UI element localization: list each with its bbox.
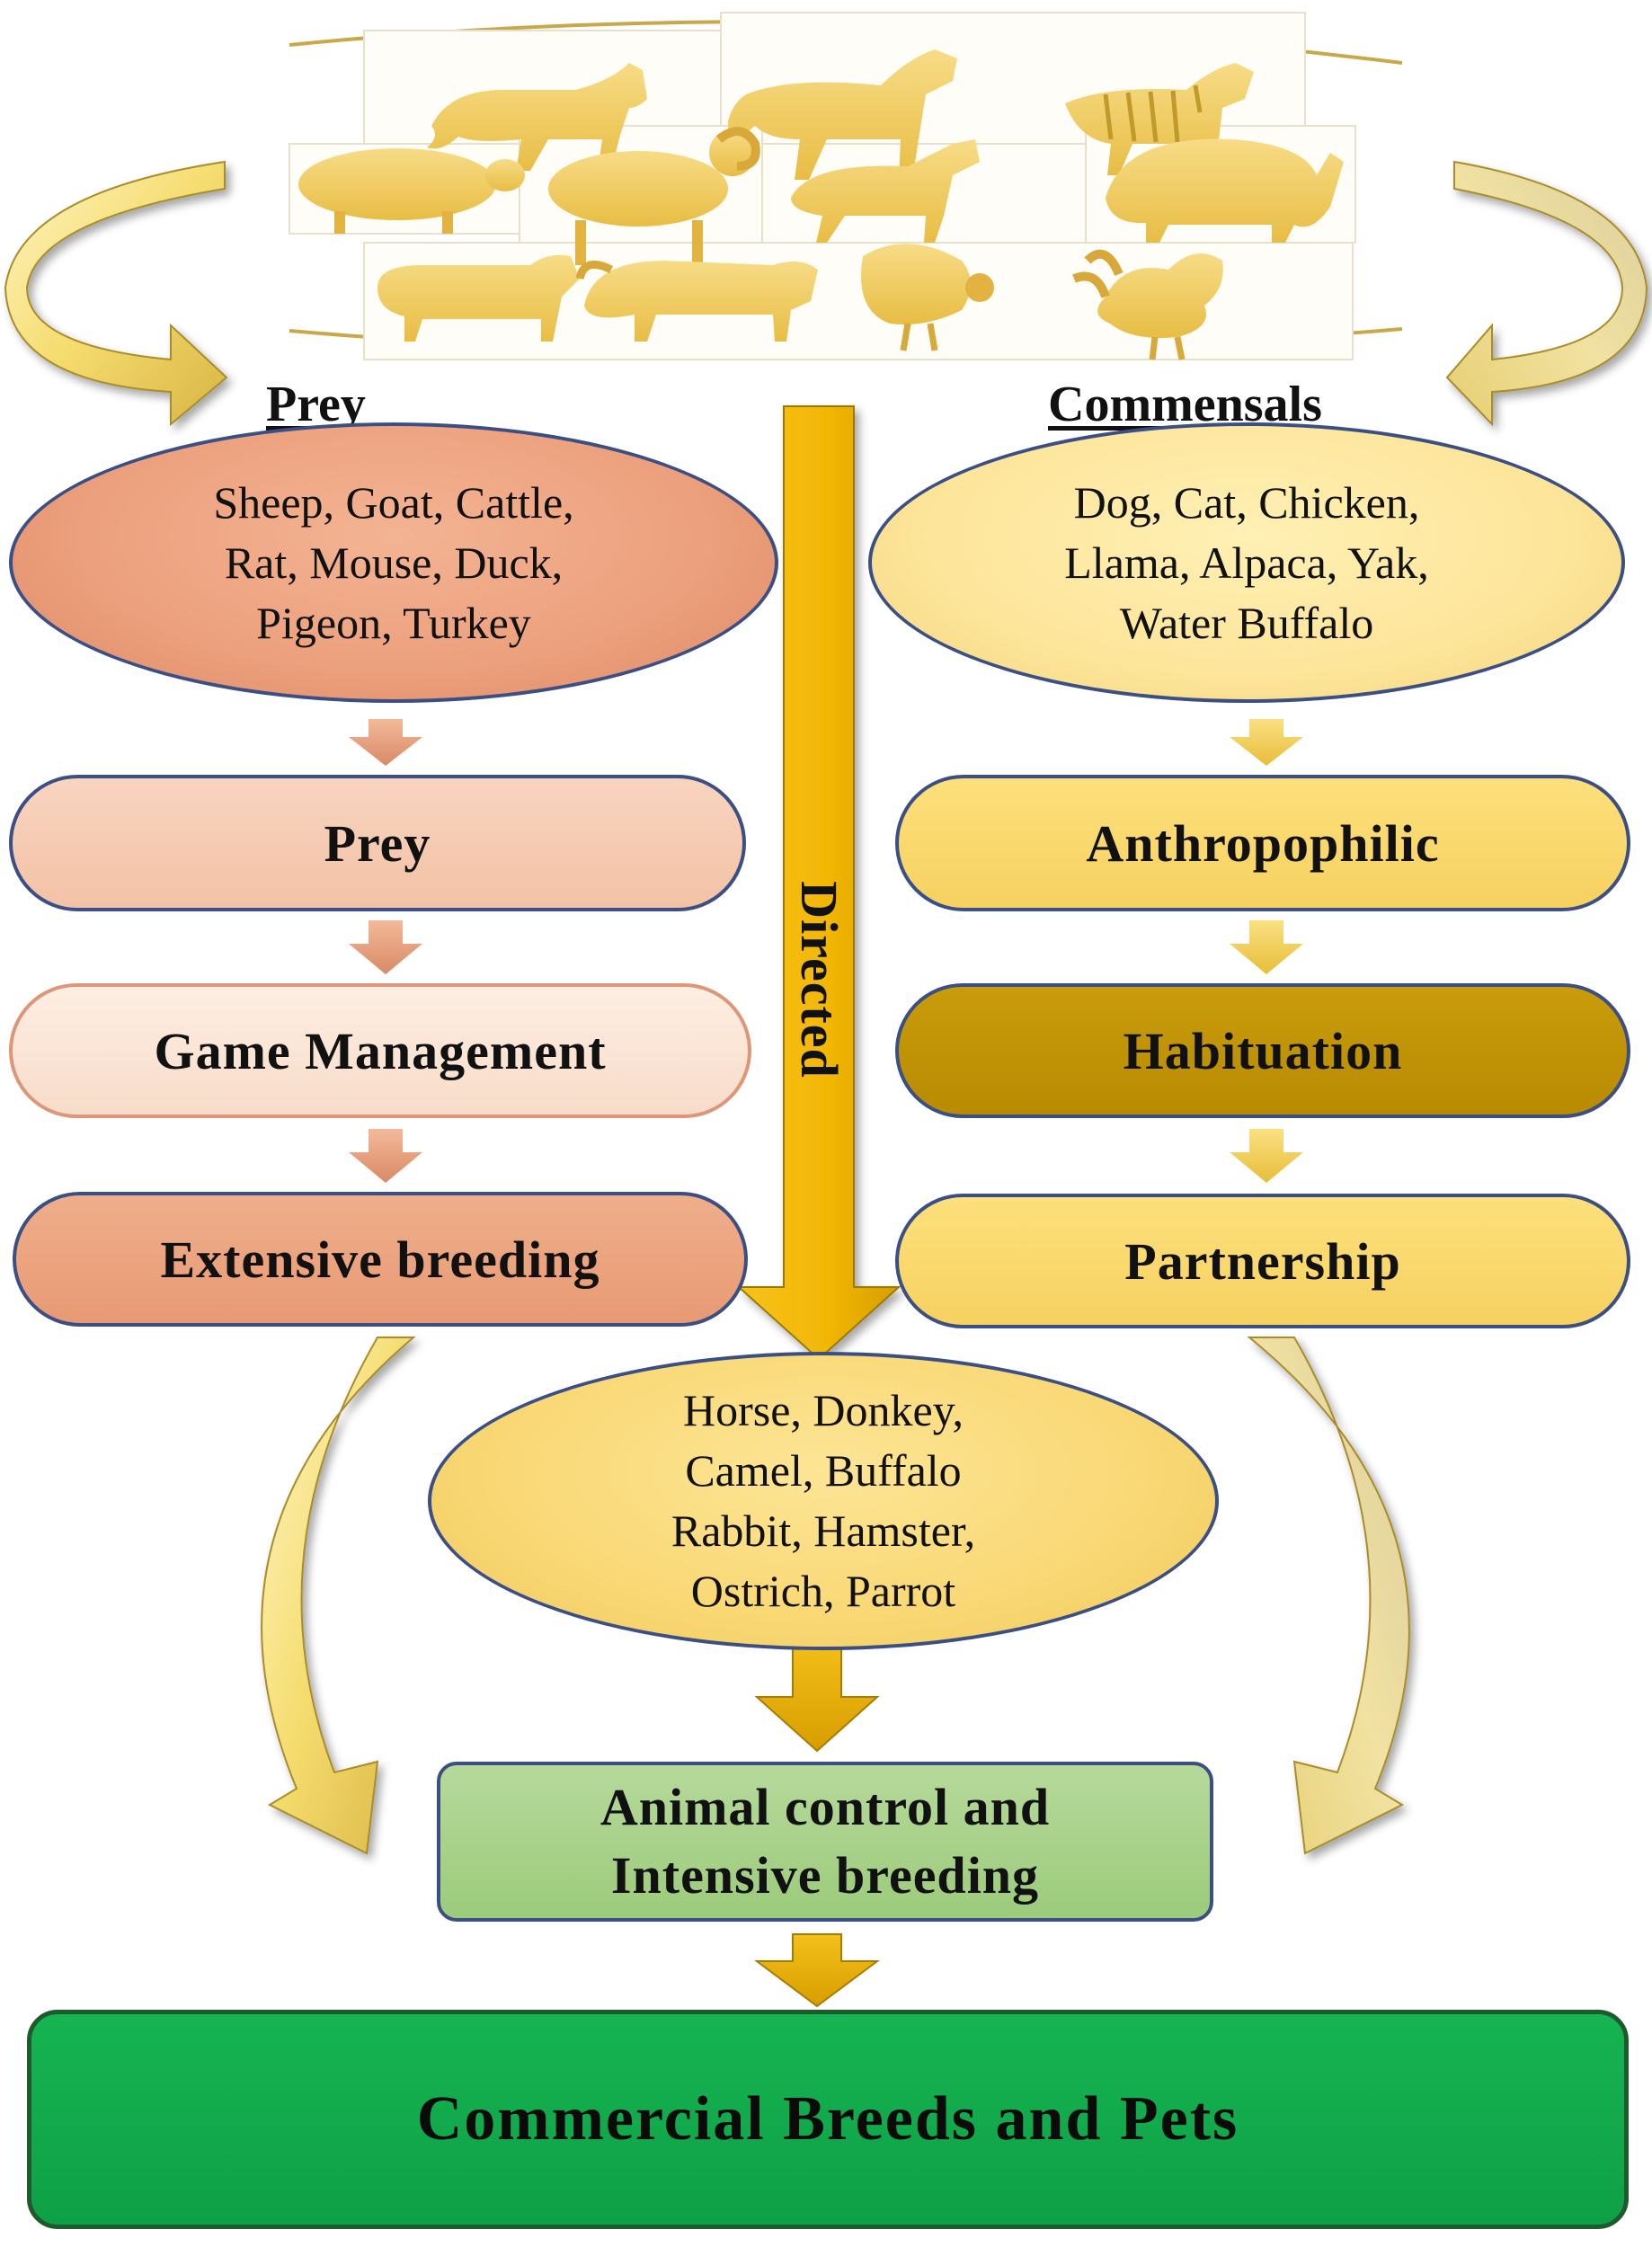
- arrow-down-3: [1230, 1129, 1303, 1183]
- species-line: Rat, Mouse, Duck,: [224, 537, 564, 588]
- wolf-icon: [427, 63, 647, 171]
- arrow-down-3: [349, 1129, 422, 1183]
- horse-icon: [728, 49, 957, 180]
- directed-arrow: [736, 405, 901, 1361]
- prey-species-ellipse: Sheep, Goat, Cattle, Rat, Mouse, Duck, P…: [9, 422, 778, 703]
- species-line: Pigeon, Turkey: [256, 597, 531, 648]
- species-line: Dog, Cat, Chicken,: [1073, 476, 1420, 528]
- cattle-icon: [377, 254, 580, 342]
- prey-stage-box: Prey: [9, 775, 746, 911]
- anthropophilic-box: Anthropophilic: [895, 775, 1630, 911]
- sheep-icon: [298, 148, 525, 234]
- extensive-breeding-box: Extensive breeding: [13, 1192, 748, 1327]
- curved-arrow-top-left: [4, 160, 228, 427]
- game-management-box: Game Management: [9, 983, 751, 1118]
- commensal-flow-arrows: [1230, 719, 1303, 1183]
- partnership-box: Partnership: [895, 1194, 1630, 1328]
- arrow-down-1: [1230, 719, 1303, 766]
- species-line: Rabbit, Hamster,: [671, 1505, 976, 1556]
- turkey-icon: [861, 244, 994, 351]
- control-line: Intensive breeding: [610, 1846, 1040, 1905]
- animal-illustration: [289, 12, 1403, 360]
- directed-label: Directed: [790, 881, 849, 1079]
- commercial-breeds-box: Commercial Breeds and Pets: [27, 2010, 1629, 2229]
- curved-arrow-top-right: [1445, 160, 1648, 427]
- species-line: Sheep, Goat, Cattle,: [213, 476, 574, 528]
- buffalo-icon: [575, 260, 818, 342]
- animal-control-box: Animal control and Intensive breeding: [437, 1762, 1213, 1922]
- arrow-down-1: [349, 719, 422, 766]
- arrow-down-2: [1230, 920, 1303, 974]
- species-line: Water Buffalo: [1119, 597, 1374, 648]
- arrow-down-2: [349, 920, 422, 974]
- arrow-to-control: [754, 1637, 880, 1753]
- control-line: Animal control and: [600, 1778, 1051, 1836]
- rooster-icon: [1072, 249, 1223, 360]
- ram-icon: [548, 127, 760, 265]
- habituation-box: Habituation: [895, 983, 1630, 1118]
- directed-species-ellipse: Horse, Donkey, Camel, Buffalo Rabbit, Ha…: [428, 1352, 1219, 1650]
- arrow-to-final: [753, 1933, 881, 2008]
- curved-arrow-bottom-left: [261, 1337, 416, 1855]
- species-line: Horse, Donkey,: [683, 1385, 964, 1435]
- commensal-species-ellipse: Dog, Cat, Chicken, Llama, Alpaca, Yak, W…: [868, 422, 1625, 703]
- species-line: Llama, Alpaca, Yak,: [1064, 537, 1429, 588]
- goat-icon: [791, 139, 980, 243]
- yak-icon: [1106, 138, 1344, 243]
- species-line: Ostrich, Parrot: [690, 1566, 956, 1616]
- species-line: Camel, Buffalo: [685, 1445, 962, 1496]
- prey-flow-arrows: [349, 719, 422, 1183]
- curved-arrow-bottom-right: [1247, 1337, 1410, 1855]
